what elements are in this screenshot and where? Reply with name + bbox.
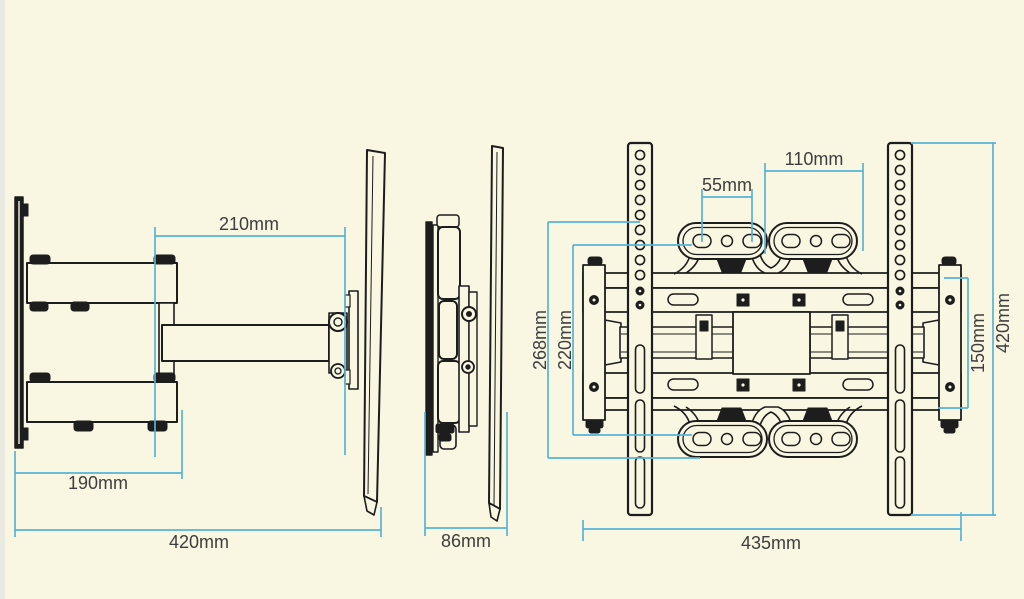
dim-base-depth: 190mm bbox=[15, 410, 183, 493]
tv-plate-folded bbox=[458, 285, 478, 433]
body-end-plate-right bbox=[938, 256, 962, 434]
dim-label-overall-width: 435mm bbox=[741, 533, 801, 553]
dim-total-depth: 420mm bbox=[14, 451, 382, 552]
side-view-extended bbox=[14, 149, 386, 516]
dim-profile-depth: 86mm bbox=[424, 412, 508, 551]
body-end-plate-left bbox=[582, 256, 606, 434]
extension-arm bbox=[161, 324, 330, 362]
dim-label-arm-reach: 210mm bbox=[219, 214, 279, 234]
upper-arm bbox=[26, 254, 178, 312]
dim-overall-width: 435mm bbox=[582, 512, 962, 553]
wall-plate-folded bbox=[425, 221, 439, 456]
dim-label-rail-height: 420mm bbox=[993, 293, 1013, 353]
dim-label-total-depth: 420mm bbox=[169, 532, 229, 552]
dim-label-hole-spacing-large: 110mm bbox=[785, 149, 844, 169]
dim-arm-reach: 210mm bbox=[154, 214, 346, 457]
pivot-bolts-folded bbox=[461, 306, 477, 374]
dim-label-base-depth: 190mm bbox=[68, 473, 128, 493]
dim-label-height-outer: 268mm bbox=[530, 310, 550, 370]
dim-height-outer: 268mm bbox=[530, 221, 700, 459]
page-edge-strip bbox=[0, 0, 5, 599]
dim-height-inner: 220mm bbox=[555, 244, 692, 436]
tv-panel-side bbox=[363, 149, 386, 516]
tv-panel-folded bbox=[488, 145, 504, 522]
lower-arm bbox=[26, 372, 178, 432]
dim-label-hole-spacing-small: 55mm bbox=[702, 175, 752, 195]
vesa-pods-bottom bbox=[673, 405, 863, 458]
dim-hole-spacing-small: 55mm bbox=[701, 175, 753, 242]
side-view-folded bbox=[425, 145, 504, 522]
dim-label-plate-inner-height: 150mm bbox=[968, 313, 988, 373]
tilt-pivot-head bbox=[328, 312, 348, 379]
front-view bbox=[582, 141, 962, 517]
dim-hole-spacing-large: 110mm bbox=[764, 149, 864, 254]
tv-plate-side bbox=[344, 290, 359, 390]
wall-plate-side bbox=[14, 196, 29, 449]
vesa-pods-top bbox=[673, 222, 863, 275]
tv-rail-left bbox=[626, 141, 654, 517]
tv-rail-right bbox=[886, 141, 914, 517]
dim-label-height-inner: 220mm bbox=[555, 310, 575, 370]
dim-plate-inner-height: 150mm bbox=[938, 277, 988, 409]
folded-arm-stack bbox=[435, 214, 461, 450]
dimension-annotations: 210mm 190mm 420mm 86mm 55mm bbox=[14, 142, 1013, 553]
dim-label-profile-depth: 86mm bbox=[441, 531, 491, 551]
dim-rail-height: 420mm bbox=[911, 142, 1013, 516]
